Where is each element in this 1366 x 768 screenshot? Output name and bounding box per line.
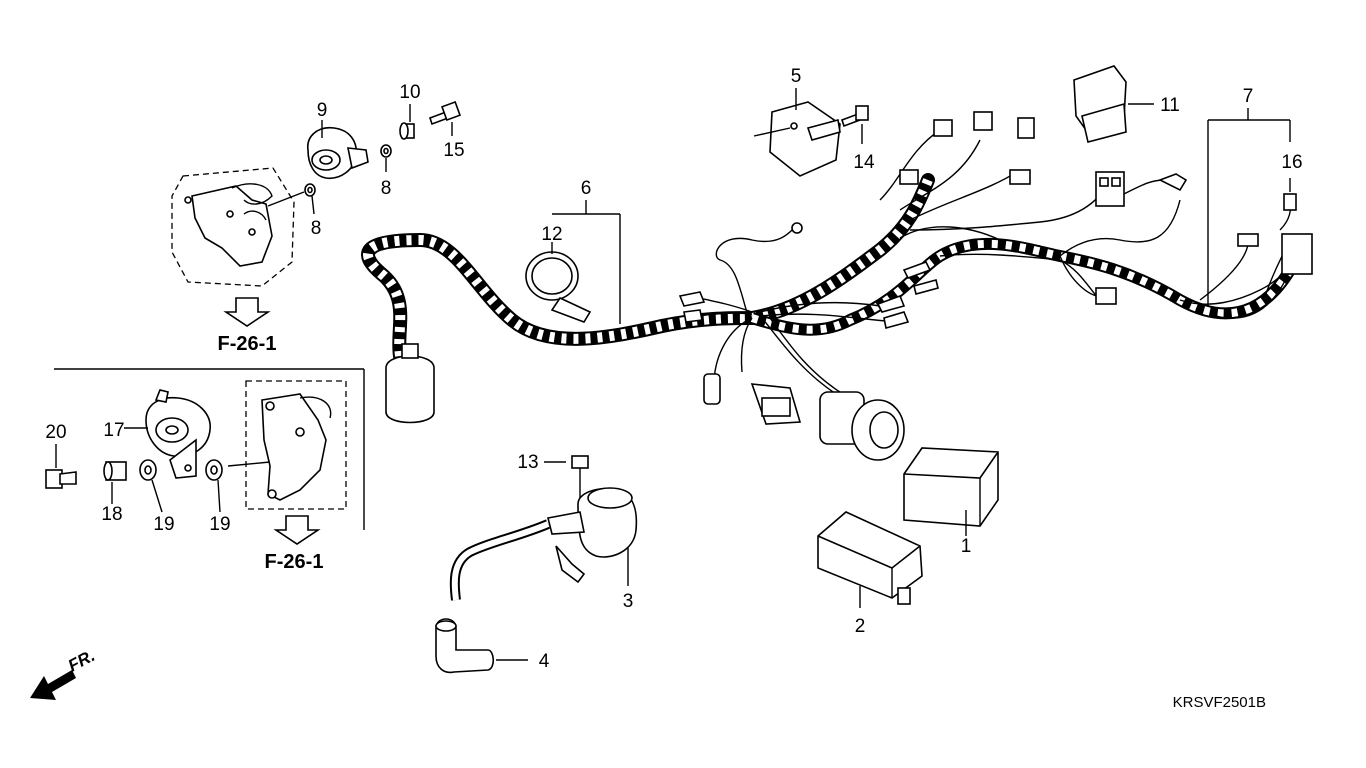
callout-7: 7 [1243, 86, 1254, 107]
callout-16: 16 [1281, 152, 1302, 173]
bolt-part-20 [45, 444, 77, 489]
callout-19-a: 19 [153, 514, 174, 535]
callout-1: 1 [961, 536, 972, 557]
diagram-code: KRSVF2501B [1173, 694, 1266, 711]
wire-harness-part-6 [361, 129, 1301, 397]
callout-18: 18 [101, 504, 122, 525]
ref-label-upper: F-26-1 [218, 333, 277, 355]
section-divider [54, 368, 365, 530]
relay-part-11 [1073, 65, 1154, 143]
callout-15: 15 [443, 140, 464, 161]
callout-9: 9 [317, 100, 328, 121]
ref-arrow-upper [223, 297, 271, 327]
fuse-part-16 [1283, 178, 1297, 211]
bolt-part-13 [544, 455, 589, 500]
ref-arrow-lower [273, 515, 321, 545]
lower-bracket-assembly [227, 380, 347, 510]
callout-13: 13 [517, 452, 538, 473]
front-direction-arrow [30, 670, 76, 700]
washer-part-8-lower [304, 183, 316, 215]
washer-part-8-upper [380, 144, 392, 172]
ignition-switch-part-9 [307, 120, 369, 180]
washer-part-19-a [139, 459, 163, 513]
ignition-switch-part-17 [124, 389, 211, 479]
bolt-part-15 [428, 101, 461, 136]
washer-part-19-b [205, 459, 223, 513]
relay-part-5 [753, 88, 841, 177]
plug-cap-part-4 [435, 618, 528, 674]
bolt-part-14 [840, 105, 869, 144]
callout-17: 17 [103, 420, 124, 441]
clamp-part-12 [525, 242, 592, 323]
callout-4: 4 [539, 651, 550, 672]
collar-part-18 [103, 461, 127, 504]
callout-14: 14 [853, 152, 875, 173]
collar-part-10 [399, 104, 415, 140]
callout-11: 11 [1160, 95, 1180, 116]
callout-6: 6 [581, 178, 592, 199]
callout-8-upper: 8 [381, 178, 392, 199]
unit-part-1 [903, 447, 999, 536]
callout-2: 2 [855, 616, 866, 637]
callout-10: 10 [399, 82, 420, 103]
harness-connectors [385, 111, 1313, 461]
callout-20: 20 [45, 422, 66, 443]
ref-label-lower: F-26-1 [265, 551, 324, 573]
callout-3: 3 [623, 591, 634, 612]
callout-8-lower: 8 [311, 218, 322, 239]
callout-19-b: 19 [209, 514, 230, 535]
front-label: FR. [65, 646, 98, 676]
high-tension-cord [449, 519, 550, 601]
ignition-coil-part-3 [547, 487, 638, 586]
callout-5: 5 [791, 66, 802, 87]
unit-part-2 [817, 511, 923, 608]
upper-bracket-assembly [171, 167, 305, 287]
callout-12: 12 [541, 224, 562, 245]
